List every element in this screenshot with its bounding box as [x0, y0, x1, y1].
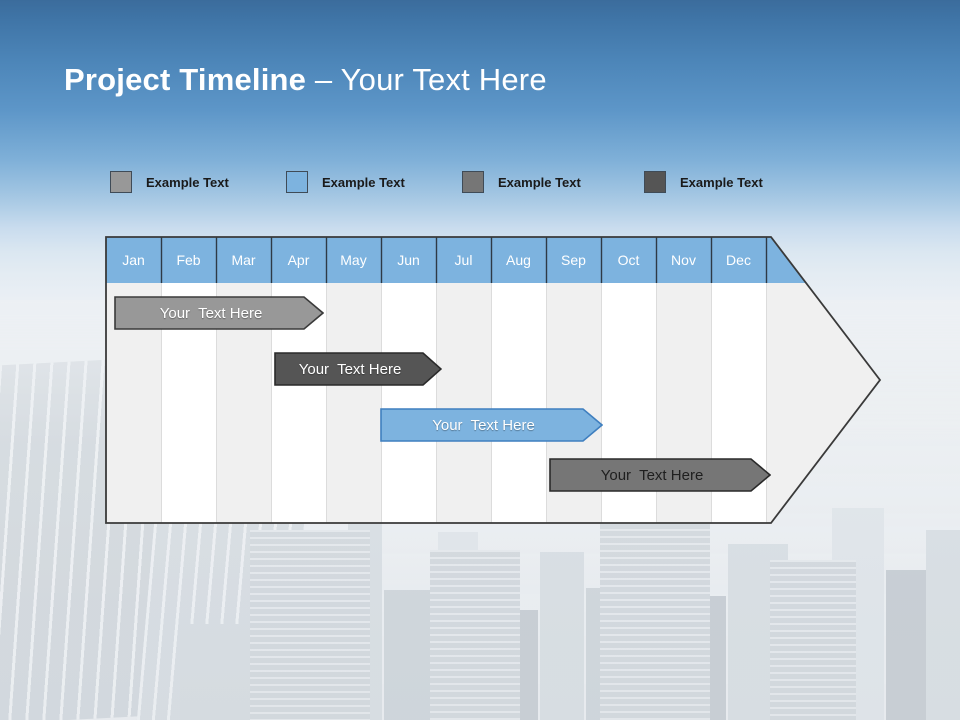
building — [384, 590, 436, 720]
legend-label-3: Example Text — [498, 174, 581, 190]
month-label-oct: Oct — [617, 252, 640, 268]
month-label-apr: Apr — [287, 252, 310, 268]
building — [626, 520, 682, 720]
timeline-arrow-chart: Jan Feb Mar Apr May Jun Jul Aug Sep Oct … — [105, 236, 882, 524]
task-bar-2-shape — [274, 352, 442, 386]
task-bar-1[interactable]: Your Text Here — [114, 296, 324, 330]
month-label-may: May — [340, 252, 367, 268]
building — [926, 530, 960, 720]
task-bar-4[interactable]: Your Text Here — [549, 458, 771, 492]
building — [540, 552, 584, 720]
page-title: Project Timeline – Your Text Here — [64, 59, 547, 101]
legend-item-4[interactable]: Example Text — [644, 169, 763, 195]
legend-item-3[interactable]: Example Text — [462, 169, 581, 195]
building — [728, 544, 788, 720]
building — [684, 596, 726, 720]
task-bar-1-label: Your Text Here — [159, 304, 263, 322]
building — [832, 508, 884, 720]
building-slab — [770, 560, 856, 720]
task-bar-3-label: Your Text Here — [432, 416, 535, 434]
building — [300, 570, 346, 720]
task-bar-2[interactable]: Your Text Here — [274, 352, 442, 386]
month-label-aug: Aug — [506, 252, 531, 268]
month-label-feb: Feb — [176, 252, 201, 268]
legend-swatch-icon-3 — [462, 171, 484, 193]
page-title-light: Your Text Here — [340, 62, 547, 97]
legend-label-2: Example Text — [322, 174, 405, 190]
building — [348, 510, 382, 720]
month-label-jun: Jun — [397, 252, 420, 268]
month-label-nov: Nov — [671, 252, 696, 268]
building-slab — [250, 530, 370, 720]
legend: Example Text Example Text Example Text E… — [110, 169, 870, 195]
task-bar-1-shape — [114, 296, 324, 330]
page-title-strong: Project Timeline — [64, 62, 307, 97]
task-bar-3-shape — [380, 408, 603, 442]
building — [480, 610, 538, 720]
legend-swatch-icon-1 — [110, 171, 132, 193]
month-header-dividers — [160, 237, 768, 283]
legend-item-2[interactable]: Example Text — [286, 169, 405, 195]
legend-swatch-icon-4 — [644, 171, 666, 193]
month-label-sep: Sep — [561, 252, 586, 268]
legend-swatch-icon-2 — [286, 171, 308, 193]
building — [790, 580, 830, 720]
column-shade-aug — [491, 237, 546, 523]
building — [886, 570, 932, 720]
legend-item-1[interactable]: Example Text — [110, 169, 229, 195]
building — [586, 588, 624, 720]
building — [438, 532, 478, 720]
month-label-jul: Jul — [454, 252, 473, 268]
task-bar-4-label: Your Text Here — [600, 466, 704, 484]
page-title-separator: – — [306, 62, 341, 97]
month-label-dec: Dec — [726, 252, 751, 268]
month-header-band — [106, 237, 806, 283]
column-shade-feb — [161, 237, 216, 523]
arrow-outline — [105, 236, 882, 524]
month-label-mar: Mar — [231, 252, 256, 268]
task-bar-2-label: Your Text Here — [298, 360, 402, 378]
building-slab — [430, 550, 520, 720]
legend-label-4: Example Text — [680, 174, 763, 190]
task-bar-4-shape — [549, 458, 771, 492]
building — [180, 624, 250, 720]
legend-label-1: Example Text — [146, 174, 229, 190]
task-bar-3[interactable]: Your Text Here — [380, 408, 603, 442]
building-slab — [600, 515, 710, 720]
month-label-jan: Jan — [122, 252, 145, 268]
